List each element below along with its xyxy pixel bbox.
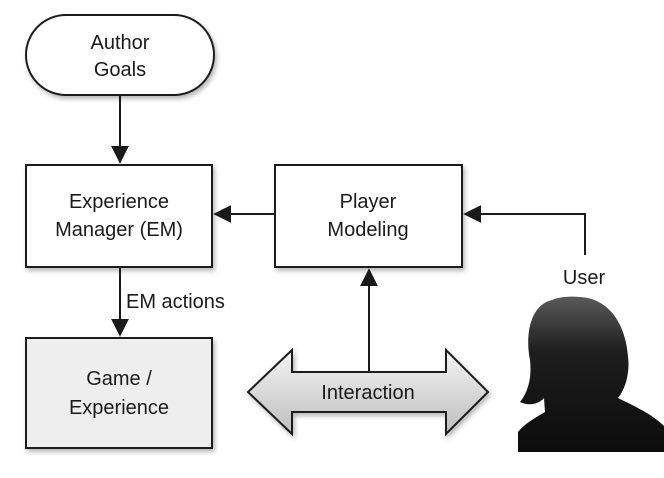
experience-manager-label-line2: Manager (EM) xyxy=(55,219,183,241)
user-silhouette-icon xyxy=(518,296,664,452)
arrow-user-to-player xyxy=(463,205,586,255)
player-modeling-node: Player Modeling xyxy=(274,164,463,268)
player-modeling-label-line2: Modeling xyxy=(327,219,408,241)
experience-manager-label-line1: Experience xyxy=(69,191,169,213)
interaction-label: Interaction xyxy=(321,382,414,404)
author-goals-label-line2: Goals xyxy=(94,59,146,81)
interaction-double-arrow: Interaction xyxy=(246,347,490,437)
player-modeling-label-line1: Player xyxy=(340,191,397,213)
experience-manager-node: Experience Manager (EM) xyxy=(25,164,213,268)
user-label: User xyxy=(563,267,606,289)
game-experience-label-line1: Game / xyxy=(86,368,152,390)
em-actions-label: EM actions xyxy=(126,291,225,313)
author-goals-node: Author Goals xyxy=(25,14,215,96)
game-experience-node: Game / Experience xyxy=(25,337,213,449)
author-goals-label-line1: Author xyxy=(91,32,150,54)
game-experience-label-line2: Experience xyxy=(69,397,169,419)
